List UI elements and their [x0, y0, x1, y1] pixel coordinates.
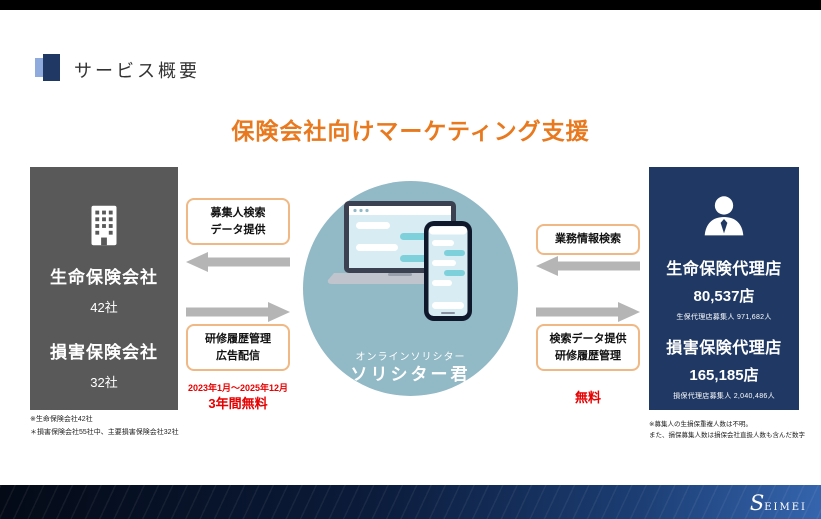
seimei-logo: SEIMEI	[750, 491, 807, 515]
insurer-life-name: 生命保険会社	[50, 268, 158, 287]
flow-label-recruiter-search: 募集人検索 データ提供	[186, 198, 290, 245]
footnote-right: ※募集人の生損保重複人数は不明。 また、損保募集人数は損保会社直扱人数も含んだ数…	[649, 419, 817, 441]
free-badge-left: 3年間無料	[208, 396, 268, 411]
agency-nonlife-count: 165,185店	[689, 367, 759, 384]
footnote-left: ※生命保険会社42社 ＊損害保険会社55社中、主要損害保険会社32社	[30, 414, 179, 439]
arrow-right-icon	[186, 302, 290, 322]
insurance-companies-box: 生命保険会社 42社 損害保険会社 32社	[30, 167, 178, 410]
arrow-left-icon	[186, 252, 290, 272]
agency-life-name: 生命保険代理店	[666, 261, 782, 278]
arrow-left-icon	[536, 256, 640, 276]
footnote-left-line1: ※生命保険会社42社	[30, 416, 93, 423]
platform-subtitle: オンラインソリシター	[355, 352, 466, 363]
title-square-light	[35, 58, 46, 77]
arrow-right-icon	[536, 302, 640, 322]
flow-label-data-provision: 検索データ提供 研修履歴管理	[536, 324, 640, 371]
agency-life-count: 80,537店	[693, 288, 755, 305]
seimei-logo-rest: EIMEI	[764, 502, 807, 513]
title-square-icon	[35, 54, 62, 81]
flow-label-training-ads: 研修履歴管理 広告配信	[186, 324, 290, 371]
section-title: サービス概要	[74, 61, 200, 81]
campaign-period: 2023年1月～2025年12月	[187, 383, 289, 393]
insurer-nonlife-count: 32社	[90, 375, 118, 390]
agency-nonlife-name: 損害保険代理店	[666, 340, 782, 357]
slide-heading: 保険会社向けマーケティング支援	[231, 118, 590, 144]
free-badge-right: 無料	[574, 390, 601, 405]
insurer-life-count: 42社	[90, 300, 118, 315]
seimei-logo-s: S	[749, 491, 765, 515]
person-icon	[704, 196, 744, 236]
laptop-phone-icon	[327, 201, 473, 321]
agency-life-note: 生保代理店募集人 971,682人	[676, 314, 772, 321]
platform-circle: オンラインソリシター ソリシター君	[303, 181, 518, 396]
title-square-dark	[43, 54, 60, 81]
footnote-right-line1: ※募集人の生損保重複人数は不明。	[649, 421, 752, 428]
platform-name: ソリシター君	[350, 365, 471, 384]
agency-nonlife-note: 損保代理店募集人 2,040,486人	[673, 393, 775, 400]
footnote-right-line2: また、損保募集人数は損保会社直扱人数も含んだ数字	[649, 432, 805, 440]
footnote-left-line2: ＊損害保険会社55社中、主要損害保険会社32社	[30, 428, 179, 436]
top-border	[0, 0, 821, 10]
footer-bar: SEIMEI	[0, 485, 821, 519]
insurance-agencies-box: 生命保険代理店 80,537店 生保代理店募集人 971,682人 損害保険代理…	[649, 167, 799, 410]
flow-label-info-search: 業務情報検索	[536, 224, 640, 255]
insurer-nonlife-name: 損害保険会社	[50, 343, 158, 362]
building-icon	[91, 205, 117, 246]
